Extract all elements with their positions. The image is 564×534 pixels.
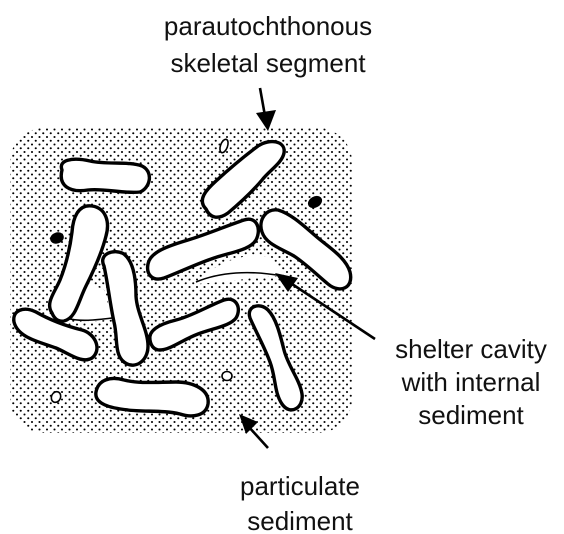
label-particulate-line1: particulate xyxy=(240,471,360,501)
label-parautochthonous-line2: skeletal segment xyxy=(170,48,366,78)
skeletal-segment xyxy=(61,159,149,192)
label-parautochthonous-line1: parautochthonous xyxy=(164,11,372,41)
label-shelter-line1: shelter cavity xyxy=(395,334,547,364)
label-shelter-line3: sediment xyxy=(418,400,524,430)
label-particulate-line2: sediment xyxy=(247,506,353,534)
arrowhead-icon xyxy=(256,110,276,131)
pebble xyxy=(222,372,232,381)
label-shelter-line2: with internal xyxy=(401,367,541,397)
